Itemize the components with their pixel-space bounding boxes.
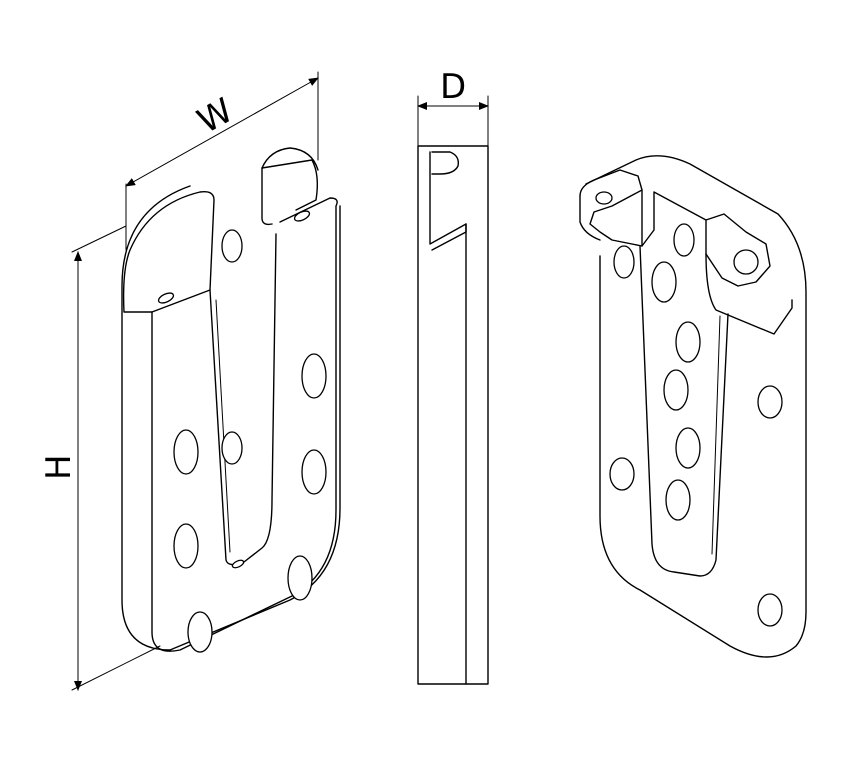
rear-isometric-view	[579, 155, 807, 658]
front-isometric-view: W H	[39, 71, 341, 691]
rear-holes	[609, 223, 783, 627]
depth-dimension: D	[417, 67, 489, 147]
width-dimension: W	[125, 71, 319, 251]
side-view: D	[417, 67, 489, 685]
width-label: W	[191, 91, 240, 142]
depth-label: D	[440, 67, 466, 107]
mounting-holes	[173, 229, 327, 653]
height-label: H	[39, 454, 79, 480]
height-dimension: H	[39, 225, 161, 691]
